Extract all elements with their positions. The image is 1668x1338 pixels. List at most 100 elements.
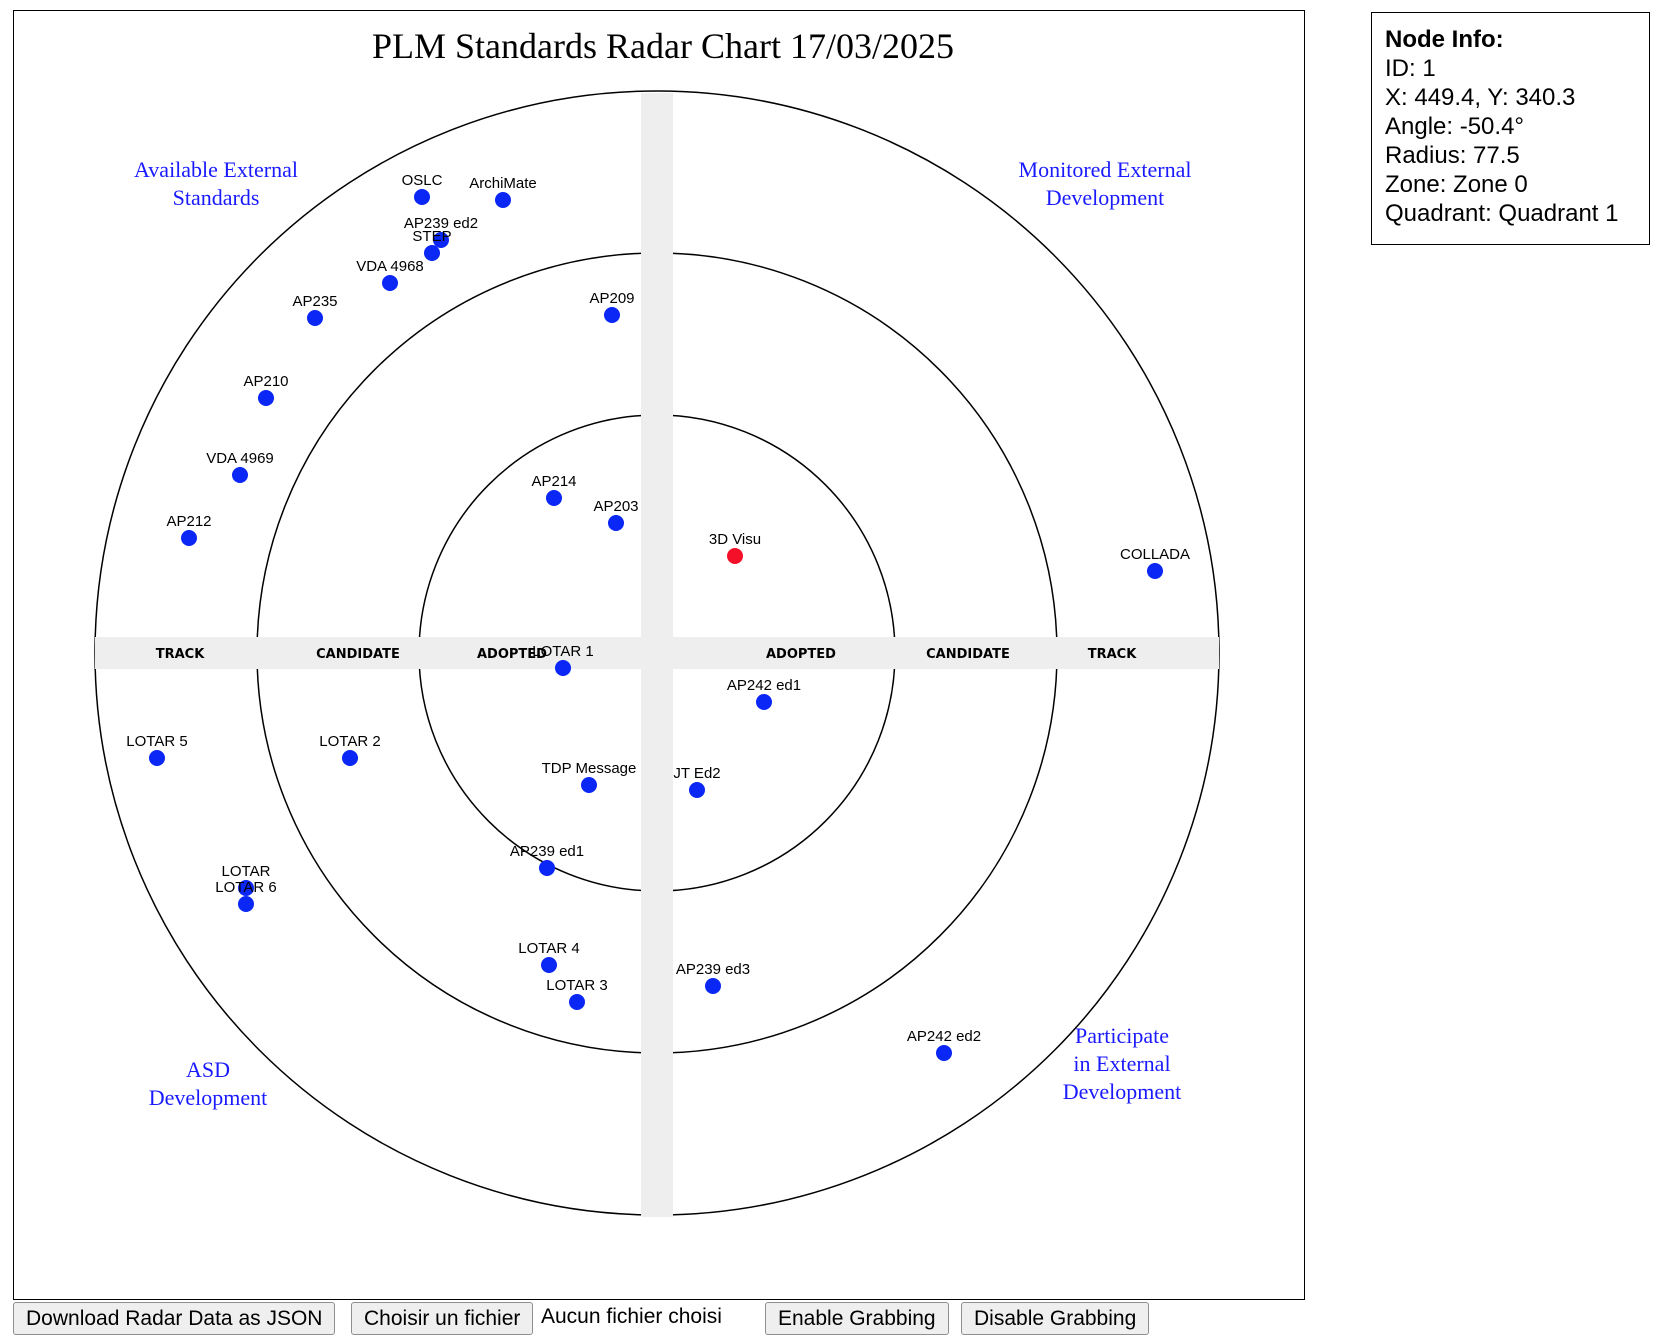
radar-node-dot[interactable]	[258, 390, 274, 406]
radar-node-dot[interactable]	[1147, 563, 1163, 579]
radar-node-ap210[interactable]: AP210	[243, 373, 289, 406]
radar-node-label: LOTAR 1	[532, 643, 593, 660]
radar-node-ap209[interactable]: AP209	[589, 290, 635, 323]
enable-grabbing-button[interactable]: Enable Grabbing	[765, 1302, 949, 1335]
radar-node-vda-4968[interactable]: VDA 4968	[356, 258, 424, 291]
radar-node-lotar-2[interactable]: LOTAR 2	[319, 733, 381, 766]
node-info-id: ID: 1	[1385, 55, 1436, 82]
radar-node-label: JT Ed2	[673, 765, 720, 782]
radar-node-label: AP214	[531, 473, 576, 490]
radar-node-ap239-ed3[interactable]: AP239 ed3	[676, 961, 750, 994]
file-status-text: Aucun fichier choisi	[541, 1305, 722, 1328]
radar-node-dot[interactable]	[232, 467, 248, 483]
radar-node-dot[interactable]	[569, 994, 585, 1010]
radar-node-dot[interactable]	[495, 192, 511, 208]
radar-node-label: AP239 ed2	[404, 215, 478, 232]
radar-node-lotar-5[interactable]: LOTAR 5	[126, 733, 188, 766]
radar-node-label: LOTAR 2	[319, 733, 380, 750]
radar-node-ap239-ed1[interactable]: AP239 ed1	[510, 843, 584, 876]
radar-node-dot[interactable]	[608, 515, 624, 531]
node-info-zone: Zone: Zone 0	[1385, 171, 1528, 198]
radar-node-ap203[interactable]: AP203	[593, 498, 639, 531]
radar-node-dot[interactable]	[689, 782, 705, 798]
chart-title: PLM Standards Radar Chart 17/03/2025	[372, 26, 954, 66]
quadrant-label-4-line-3: Development	[1063, 1079, 1182, 1104]
radar-node-ap214[interactable]: AP214	[531, 473, 577, 506]
radar-node-ap242-ed2[interactable]: AP242 ed2	[907, 1028, 981, 1061]
quadrant-label-2-line-2: Development	[1046, 185, 1165, 210]
radar-node-label: LOTAR 3	[546, 977, 607, 994]
radar-node-ap242-ed1[interactable]: AP242 ed1	[727, 677, 801, 710]
radar-node-label: STEP	[412, 228, 451, 245]
node-info-title: Node Info:	[1385, 26, 1504, 53]
radar-node-3d-visu[interactable]: 3D Visu	[709, 531, 761, 564]
disable-grabbing-button[interactable]: Disable Grabbing	[961, 1302, 1150, 1335]
radar-chart-frame	[13, 10, 1305, 1300]
radar-node-ap212[interactable]: AP212	[166, 513, 212, 546]
radar-node-ap239-ed2[interactable]: AP239 ed2	[404, 215, 478, 248]
radar-node-label: AP235	[292, 293, 337, 310]
radar-node-dot[interactable]	[539, 860, 555, 876]
download-json-button[interactable]: Download Radar Data as JSON	[13, 1302, 336, 1335]
radar-node-jt-ed2[interactable]: JT Ed2	[673, 765, 721, 798]
controls-bar: Download Radar Data as JSON Choisir un f…	[13, 1302, 1653, 1336]
node-info-radius: Radius: 77.5	[1385, 142, 1520, 169]
radar-node-dot[interactable]	[756, 694, 772, 710]
ring-label-left-0: TRACK	[156, 647, 205, 662]
radar-node-label: 3D Visu	[709, 531, 761, 548]
radar-node-tdp-message[interactable]: TDP Message	[542, 760, 637, 793]
radar-node-label: AP212	[166, 513, 211, 530]
radar-node-ap235[interactable]: AP235	[292, 293, 338, 326]
radar-node-dot[interactable]	[382, 275, 398, 291]
radar-node-dot[interactable]	[424, 245, 440, 261]
radar-node-vda-4969[interactable]: VDA 4969	[206, 450, 274, 483]
radar-node-oslc[interactable]: OSLC	[402, 172, 443, 205]
radar-node-dot[interactable]	[342, 750, 358, 766]
radar-node-dot[interactable]	[604, 307, 620, 323]
radar-node-label: AP210	[243, 373, 288, 390]
vertical-band	[641, 93, 673, 1217]
radar-node-label: LOTAR 6	[215, 879, 276, 896]
radar-node-dot[interactable]	[936, 1045, 952, 1061]
radar-node-label: COLLADA	[1120, 546, 1190, 563]
radar-node-dot[interactable]	[555, 660, 571, 676]
node-info-xy: X: 449.4, Y: 340.3	[1385, 84, 1576, 111]
radar-node-dot[interactable]	[238, 880, 254, 896]
radar-node-dot[interactable]	[546, 490, 562, 506]
node-info-angle: Angle: -50.4°	[1385, 113, 1525, 140]
radar-node-label: OSLC	[402, 172, 443, 189]
ring-label-left-1: CANDIDATE	[316, 647, 400, 662]
quadrant-label-3-line-2: Development	[149, 1085, 268, 1110]
ring-label-left-2: ADOPTED	[477, 647, 547, 662]
radar-node-label: LOTAR 5	[126, 733, 187, 750]
radar-node-dot[interactable]	[307, 310, 323, 326]
radar-node-dot[interactable]	[581, 777, 597, 793]
radar-chart: PLM Standards Radar Chart 17/03/2025 Ava…	[94, 26, 1220, 1217]
radar-node-lotar-4[interactable]: LOTAR 4	[518, 940, 580, 973]
radar-node-dot[interactable]	[433, 232, 449, 248]
radar-node-label: VDA 4968	[356, 258, 424, 275]
radar-node-dot[interactable]	[238, 896, 254, 912]
choose-file-button[interactable]: Choisir un fichier	[351, 1302, 534, 1335]
radar-node-dot[interactable]	[705, 978, 721, 994]
radar-node-lotar-6[interactable]: LOTAR 6	[215, 879, 277, 912]
radar-node-lotar[interactable]: LOTAR	[222, 863, 271, 896]
radar-node-dot[interactable]	[414, 189, 430, 205]
radar-node-collada[interactable]: COLLADA	[1120, 546, 1190, 579]
radar-node-label: ArchiMate	[469, 175, 537, 192]
radar-node-archimate[interactable]: ArchiMate	[469, 175, 537, 208]
radar-node-label: LOTAR	[222, 863, 271, 880]
radar-node-lotar-1[interactable]: LOTAR 1	[532, 643, 594, 676]
radar-node-step[interactable]: STEP	[412, 228, 452, 261]
radar-node-lotar-3[interactable]: LOTAR 3	[546, 977, 608, 1010]
radar-node-dot[interactable]	[727, 548, 743, 564]
radar-node-dot[interactable]	[541, 957, 557, 973]
radar-node-label: AP239 ed3	[676, 961, 750, 978]
ring-label-right-2: TRACK	[1088, 647, 1137, 662]
radar-node-dot[interactable]	[181, 530, 197, 546]
radar-node-dot[interactable]	[149, 750, 165, 766]
ring-label-right-0: ADOPTED	[766, 647, 836, 662]
node-info-quadrant: Quadrant: Quadrant 1	[1385, 200, 1619, 227]
